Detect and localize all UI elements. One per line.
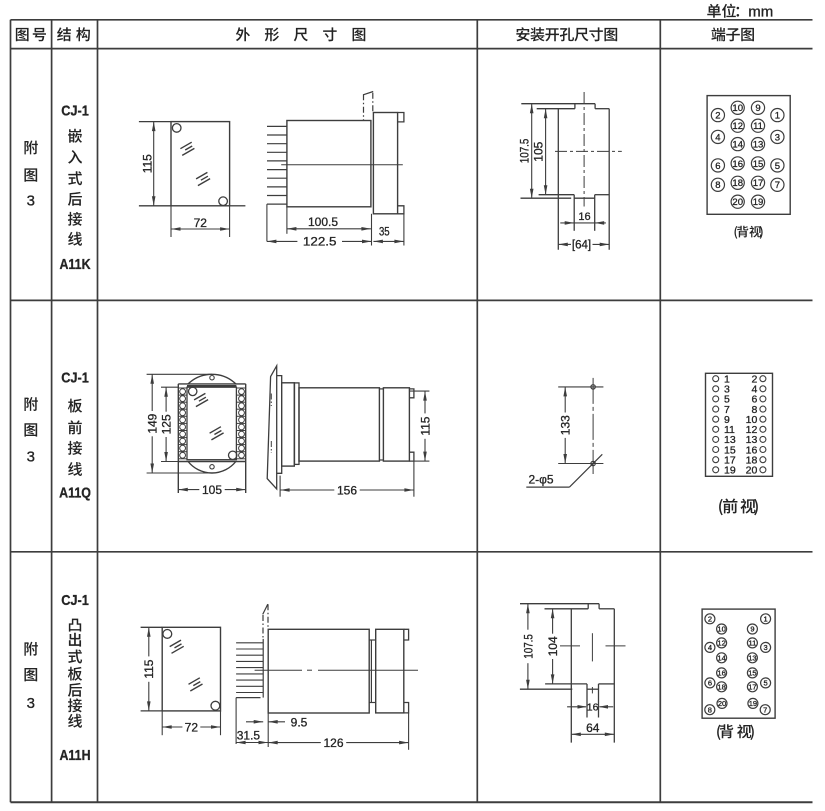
- svg-text:[64]: [64]: [572, 240, 591, 252]
- svg-text:5: 5: [775, 161, 780, 172]
- svg-text:15: 15: [748, 669, 756, 678]
- svg-text:3: 3: [764, 643, 768, 652]
- svg-text:16: 16: [717, 669, 725, 678]
- svg-text:5: 5: [764, 679, 768, 688]
- svg-text:16: 16: [746, 444, 758, 456]
- svg-text:A11K: A11K: [59, 256, 90, 272]
- svg-text:126: 126: [323, 736, 343, 750]
- svg-text:3: 3: [775, 132, 780, 143]
- svg-text:4: 4: [708, 643, 712, 652]
- svg-text:6: 6: [715, 161, 720, 172]
- svg-text:9: 9: [724, 414, 730, 426]
- svg-text:35: 35: [379, 225, 390, 238]
- svg-text:5: 5: [724, 394, 730, 406]
- svg-text:8: 8: [715, 180, 720, 191]
- svg-text:12: 12: [717, 639, 725, 648]
- svg-text:A11Q: A11Q: [59, 485, 91, 501]
- svg-text:11: 11: [753, 121, 763, 132]
- svg-text:1: 1: [764, 615, 768, 624]
- svg-text:100.5: 100.5: [308, 215, 338, 229]
- svg-text:18: 18: [732, 178, 743, 189]
- svg-text:10: 10: [732, 103, 743, 114]
- svg-text:1: 1: [775, 111, 780, 122]
- svg-text:12: 12: [732, 121, 743, 132]
- svg-text:19: 19: [749, 699, 757, 708]
- svg-text:16: 16: [732, 159, 743, 170]
- svg-text:72: 72: [194, 216, 208, 230]
- svg-text:20: 20: [732, 197, 743, 208]
- svg-text:115: 115: [141, 154, 155, 173]
- svg-text:CJ-1: CJ-1: [61, 591, 89, 608]
- svg-text:3: 3: [27, 449, 35, 466]
- svg-text:1: 1: [724, 374, 730, 386]
- svg-text:11: 11: [749, 639, 757, 648]
- svg-text:3: 3: [724, 384, 730, 396]
- svg-text:13: 13: [724, 434, 736, 446]
- svg-text:3: 3: [27, 695, 35, 712]
- svg-text:2-φ5: 2-φ5: [528, 472, 553, 486]
- svg-text:13: 13: [753, 140, 764, 151]
- svg-text:4: 4: [715, 132, 720, 143]
- svg-text:7: 7: [724, 404, 730, 416]
- svg-text:7: 7: [775, 180, 780, 191]
- svg-text:133: 133: [559, 415, 573, 435]
- svg-text:18: 18: [746, 454, 758, 466]
- svg-text:10: 10: [717, 625, 725, 634]
- svg-text:105: 105: [202, 483, 222, 497]
- svg-text:8: 8: [708, 705, 712, 714]
- svg-text:2: 2: [751, 374, 757, 386]
- svg-text:17: 17: [753, 178, 764, 189]
- svg-text:4: 4: [751, 384, 757, 396]
- svg-text:20: 20: [746, 465, 758, 477]
- svg-text:115: 115: [142, 659, 156, 678]
- svg-text:9.5: 9.5: [291, 716, 308, 730]
- svg-text:15: 15: [724, 444, 736, 456]
- svg-text:18: 18: [717, 683, 725, 692]
- svg-text:CJ-1: CJ-1: [61, 101, 89, 118]
- svg-text:19: 19: [753, 197, 764, 208]
- svg-text:8: 8: [751, 404, 757, 416]
- svg-text:14: 14: [717, 654, 725, 663]
- svg-text:10: 10: [746, 414, 758, 426]
- svg-text:64: 64: [586, 721, 600, 735]
- svg-text:31.5: 31.5: [237, 728, 261, 742]
- svg-text:2: 2: [708, 615, 712, 624]
- svg-text:2: 2: [715, 111, 720, 122]
- svg-text:A11H: A11H: [59, 747, 90, 763]
- svg-text:115: 115: [418, 416, 432, 435]
- svg-text:17: 17: [748, 683, 756, 692]
- svg-text:9: 9: [750, 625, 754, 634]
- svg-text:12: 12: [746, 424, 758, 436]
- svg-text:16: 16: [578, 211, 590, 223]
- svg-text:17: 17: [724, 454, 736, 466]
- svg-text:7: 7: [763, 705, 767, 714]
- svg-text:19: 19: [724, 465, 736, 477]
- svg-text:72: 72: [185, 720, 199, 734]
- svg-text:14: 14: [732, 140, 743, 151]
- svg-text:122.5: 122.5: [303, 234, 337, 248]
- svg-text:13: 13: [746, 434, 758, 446]
- svg-text:107.5: 107.5: [519, 139, 532, 164]
- svg-text:11: 11: [724, 424, 735, 436]
- svg-text:3: 3: [27, 192, 35, 209]
- svg-text:156: 156: [337, 483, 357, 497]
- svg-text:107.5: 107.5: [522, 634, 535, 659]
- svg-text:104: 104: [546, 636, 560, 656]
- svg-text:CJ-1: CJ-1: [61, 368, 89, 385]
- svg-text:9: 9: [755, 103, 760, 114]
- svg-text:16: 16: [587, 702, 599, 714]
- svg-text:13: 13: [748, 654, 756, 663]
- svg-text:125: 125: [159, 414, 173, 434]
- svg-text:15: 15: [753, 159, 764, 170]
- svg-text:6: 6: [708, 679, 712, 688]
- svg-text:149: 149: [146, 413, 160, 433]
- svg-text:105: 105: [532, 141, 546, 161]
- svg-text:6: 6: [751, 394, 757, 406]
- svg-text:mm: mm: [748, 3, 773, 20]
- svg-text:20: 20: [718, 699, 726, 708]
